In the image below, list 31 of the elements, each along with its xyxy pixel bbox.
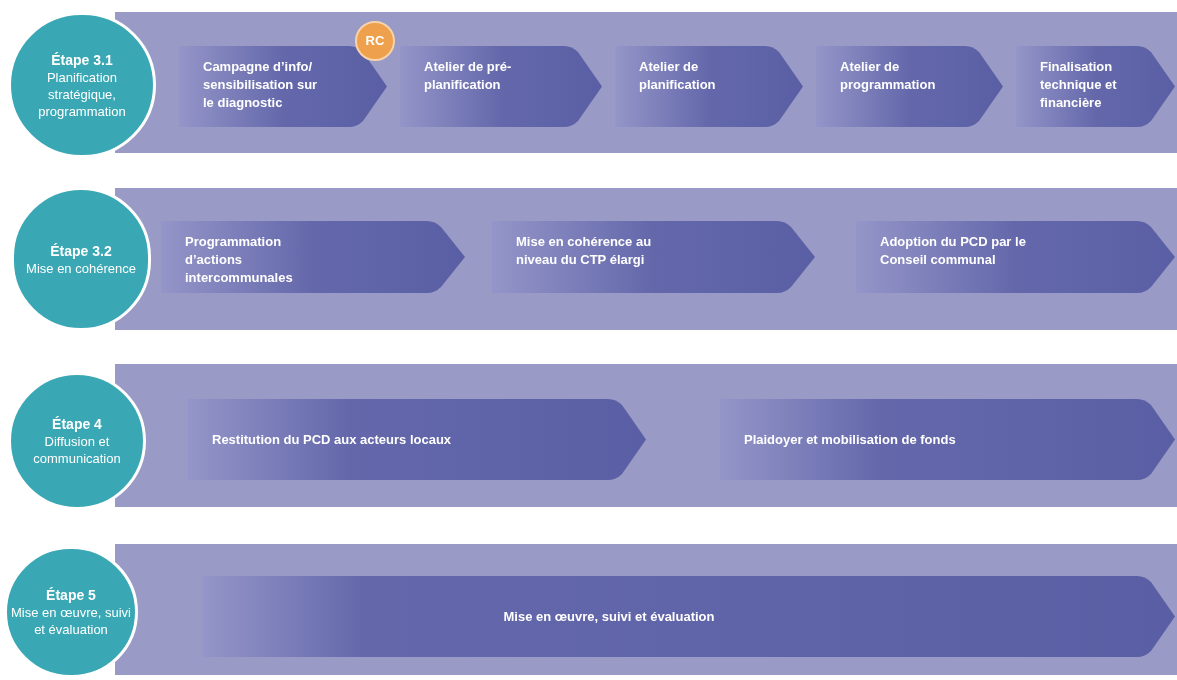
stage-description: Planification stratégique, programmation <box>37 68 127 120</box>
chevron-step <box>492 221 815 293</box>
chevron-step <box>816 46 1003 127</box>
chevron-step <box>161 221 465 293</box>
stage-title: Étape 3.2 <box>50 241 112 260</box>
stage-description: Diffusion et communication <box>32 433 122 467</box>
step-text: Adoption du PCD par le Conseil communal <box>880 233 1027 269</box>
step-text: Programmation d’actions intercommunales <box>185 233 294 287</box>
stage-description: Mise en cohérence <box>26 259 136 277</box>
step-text: Atelier de programmation <box>840 58 937 94</box>
chevron-step <box>400 46 602 127</box>
chevron-step <box>179 46 387 127</box>
chevron-step <box>188 399 646 480</box>
step-text: Atelier de planification <box>639 58 717 94</box>
step-text: Plaidoyer et mobilisation de fonds <box>744 430 956 449</box>
stage-title: Étape 3.1 <box>51 50 113 69</box>
step-text: Finalisation technique et financière <box>1040 58 1118 112</box>
chevron-step <box>856 221 1175 293</box>
stage-title: Étape 5 <box>46 586 96 604</box>
step-text: Atelier de pré-planification <box>424 58 513 94</box>
badge-text: RC <box>365 32 385 51</box>
step-text: Mise en œuvre, suivi et évaluation <box>503 607 715 626</box>
chevron-step <box>1016 46 1175 127</box>
step-text: Mise en cohérence au niveau du CTP élargi <box>516 233 653 269</box>
stage-title: Étape 4 <box>52 415 102 433</box>
stage-description: Mise en œuvre, suivi et évaluation <box>11 604 131 638</box>
chevron-step <box>720 399 1175 480</box>
chevron-step <box>203 576 1175 657</box>
chevron-step <box>615 46 803 127</box>
step-text: Campagne d’info/ sensibilisation sur le diagnostic <box>203 58 319 112</box>
step-text: Restitution du PCD aux acteurs locaux <box>212 430 452 449</box>
